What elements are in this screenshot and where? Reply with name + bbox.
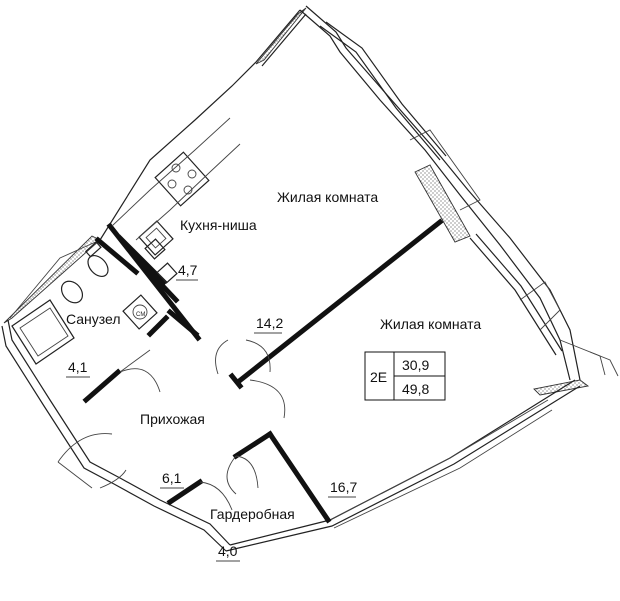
- washing-machine-icon: CM: [122, 294, 158, 330]
- apartment-type: 2Е: [370, 369, 387, 385]
- bathtub-icon: [11, 299, 75, 365]
- kitchen-counter-inner: [135, 143, 241, 241]
- room-label-living-top: Жилая комната: [277, 189, 378, 205]
- room-label-living-right: Жилая комната: [380, 316, 481, 332]
- bathroom-sink-icon: [60, 280, 84, 304]
- area-balcony: 4,0: [218, 543, 238, 559]
- outer-contour: [1, 5, 619, 552]
- room-label-bathroom: Санузел: [66, 311, 121, 327]
- doors: [57, 339, 286, 511]
- toilet-icon: [84, 241, 109, 278]
- exterior-walls: [3, 7, 590, 396]
- room-label-kitchen: Кухня-ниша: [180, 217, 257, 233]
- kitchen-sink-icon: [138, 220, 174, 256]
- interior-walls: [82, 218, 444, 524]
- stove-icon: [154, 151, 210, 207]
- kitchen-counter: [111, 117, 231, 227]
- total-area: 49,8: [402, 381, 429, 397]
- kitchen-shafts: [144, 238, 178, 284]
- area-kitchen: 4,7: [178, 262, 198, 278]
- apartment-summary: 2Е 30,9 49,8: [364, 351, 446, 401]
- room-label-wardrobe: Гардеробная: [210, 506, 295, 522]
- area-bathroom: 4,1: [68, 359, 88, 375]
- svg-text:CM: CM: [136, 312, 145, 318]
- area-hall: 6,1: [162, 470, 182, 486]
- area-living-right: 16,7: [330, 479, 357, 495]
- living-area-total: 30,9: [402, 357, 429, 373]
- window-frames: [409, 129, 561, 331]
- room-label-hall: Прихожая: [140, 411, 205, 427]
- area-living: 14,2: [256, 315, 283, 331]
